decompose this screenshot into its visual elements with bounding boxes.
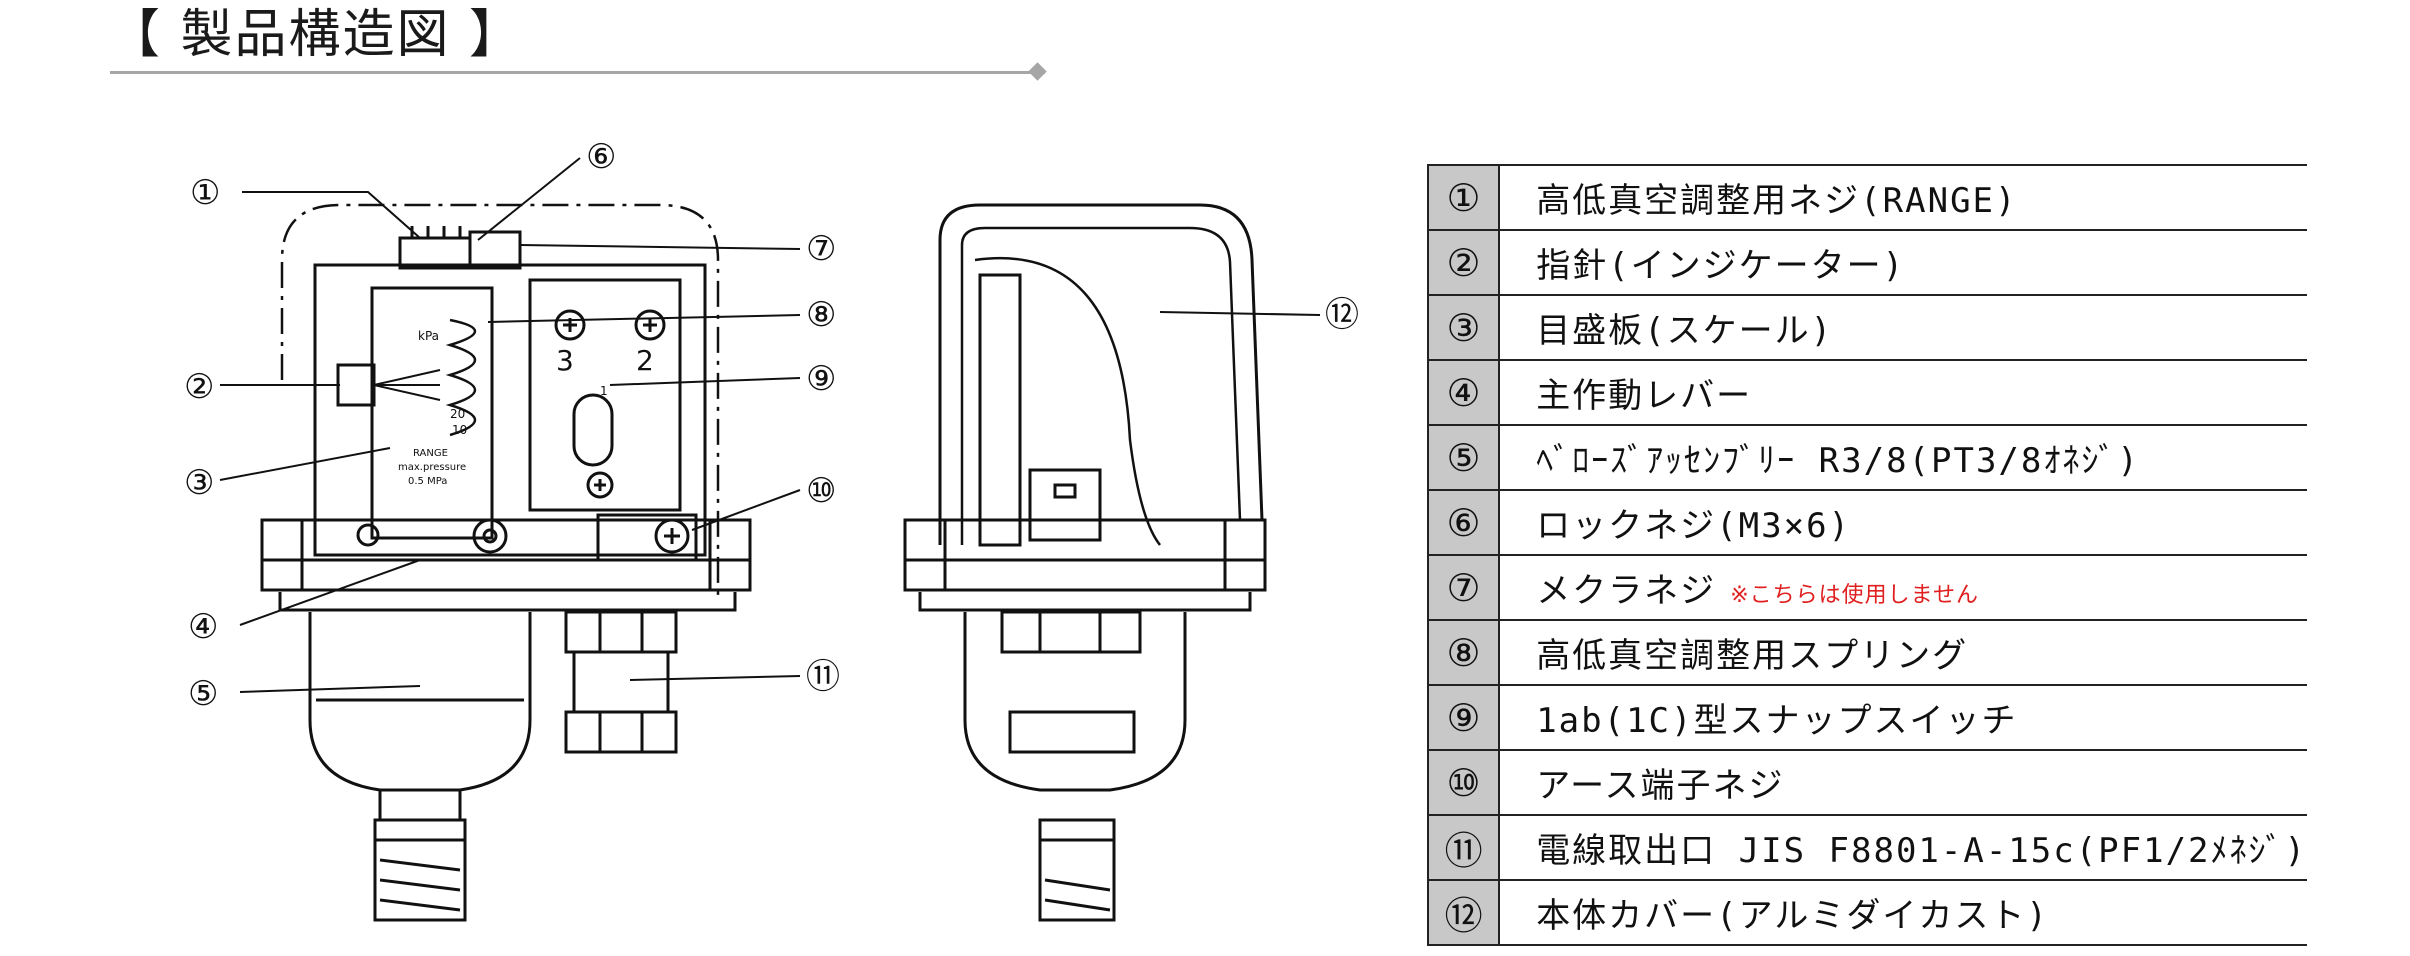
switch-terminal-2: 2 [636, 344, 654, 377]
lock-screw [468, 230, 522, 270]
callout-12: ⑫ [1325, 295, 1359, 335]
part-name: 電線取出口 JIS F8801-A-15c(PF1/2ﾒﾈｼﾞ) [1536, 831, 2307, 871]
cover-outline-side [938, 203, 1264, 545]
bellows [308, 612, 532, 792]
leader-7 [519, 244, 801, 250]
leader-5 [239, 685, 421, 693]
callout-8: ⑧ [806, 295, 836, 335]
part-name: ロックネジ(M3×6) [1536, 506, 1852, 546]
parts-table-row: ⑨ 1ab(1C)型スナップスイッチ [1426, 684, 2307, 751]
scale-10-label: 10 [452, 423, 467, 437]
part-name: メクラネジ [1536, 571, 1717, 611]
part-name-cell: 主作動レバー [1499, 359, 2307, 426]
part-name-cell: アース端子ネジ [1499, 749, 2307, 816]
part-number: ④ [1426, 359, 1501, 426]
part-name: 高低真空調整用スプリング [1536, 636, 1969, 676]
part-name-cell: 高低真空調整用スプリング [1499, 619, 2307, 686]
spring [445, 318, 476, 437]
side-base [903, 518, 1267, 592]
part-name: 目盛板(スケール) [1536, 311, 1834, 351]
plate-value-label: 0.5 MPa [408, 476, 447, 487]
callout-5: ⑤ [188, 674, 218, 714]
page-title: 【 製品構造図 】 [108, 5, 524, 65]
conduit-nut [564, 610, 678, 654]
parts-table-row: ② 指針(インジケーター) [1426, 229, 2307, 296]
part-name-cell: 高低真空調整用ネジ(RANGE) [1499, 164, 2307, 231]
callout-4: ④ [188, 607, 218, 647]
callout-3: ③ [184, 463, 214, 503]
part-name-cell: ロックネジ(M3×6) [1499, 489, 2307, 556]
part-number: ⑥ [1426, 489, 1501, 556]
scale-20-label: 20 [450, 407, 465, 421]
part-name: 指針(インジケーター) [1536, 246, 1906, 286]
part-number: ⑦ [1426, 554, 1501, 621]
part-note: ※こちらは使用しません [1730, 583, 1979, 608]
leader-12 [1159, 311, 1321, 316]
part-name-cell: 指針(インジケーター) [1499, 229, 2307, 296]
part-number: ⑤ [1426, 424, 1501, 491]
part-number: ⑩ [1426, 749, 1501, 816]
bellows-thread [373, 818, 467, 922]
callout-7: ⑦ [806, 229, 836, 269]
leader-9 [609, 377, 801, 386]
cover-outline-front [280, 203, 720, 600]
plate-max-label: max.pressure [398, 462, 466, 473]
callout-10: ⑩ [806, 471, 836, 511]
parts-table-row: ⑥ ロックネジ(M3×6) [1426, 489, 2307, 556]
front-view [219, 157, 801, 922]
part-name: 本体カバー(アルミダイカスト) [1536, 896, 2049, 936]
gauge-unit-label: kPa [418, 329, 439, 343]
side-view [903, 203, 1321, 922]
part-name-cell: ﾍﾞﾛｰｽﾞｱｯｾﾝﾌﾞﾘｰ R3/8(PT3/8ｵﾈｼﾞ) [1499, 424, 2307, 491]
part-name-cell: 1ab(1C)型スナップスイッチ [1499, 684, 2307, 751]
leader-8 [487, 314, 801, 323]
part-name: 主作動レバー [1536, 376, 1753, 416]
part-number: ⑫ [1426, 879, 1501, 946]
plate-range-label: RANGE [413, 448, 448, 459]
part-name-cell: 目盛板(スケール) [1499, 294, 2307, 361]
leader-11 [629, 675, 801, 681]
parts-table-row: ⑫ 本体カバー(アルミダイカスト) [1426, 879, 2307, 946]
parts-table-row: ⑧ 高低真空調整用スプリング [1426, 619, 2307, 686]
callout-9: ⑨ [806, 359, 836, 399]
part-name: アース端子ネジ [1536, 766, 1785, 806]
part-number: ⑨ [1426, 684, 1501, 751]
parts-table-row: ⑤ ﾍﾞﾛｰｽﾞｱｯｾﾝﾌﾞﾘｰ R3/8(PT3/8ｵﾈｼﾞ) [1426, 424, 2307, 491]
leader-4 [239, 559, 421, 626]
part-number: ⑪ [1426, 814, 1501, 881]
parts-table-row: ① 高低真空調整用ネジ(RANGE) [1426, 164, 2307, 231]
parts-table-row: ⑪ 電線取出口 JIS F8801-A-15c(PF1/2ﾒﾈｼﾞ) [1426, 814, 2307, 881]
pointer-block [336, 363, 376, 407]
title-underline [110, 71, 1045, 74]
part-number: ② [1426, 229, 1501, 296]
switch-terminal-1: 1 [600, 384, 608, 398]
parts-table-row: ③ 目盛板(スケール) [1426, 294, 2307, 361]
part-name-cell: 電線取出口 JIS F8801-A-15c(PF1/2ﾒﾈｼﾞ) [1499, 814, 2307, 881]
callout-2: ② [184, 367, 214, 407]
parts-table-row: ⑩ アース端子ネジ [1426, 749, 2307, 816]
part-number: ③ [1426, 294, 1501, 361]
scale-plate [370, 286, 494, 540]
part-name-cell: 本体カバー(アルミダイカスト) [1499, 879, 2307, 946]
structure-drawing: kPa 20 10 RANGE max.pressure 0.5 MPa 3 2… [184, 137, 1359, 922]
inner-frame [313, 263, 707, 557]
part-name-cell: メクラネジ ※こちらは使用しません [1499, 554, 2307, 621]
leader-10 [691, 489, 801, 531]
parts-table: ① 高低真空調整用ネジ(RANGE) ② 指針(インジケーター) ③ 目盛板(スケール) ④… [1426, 164, 2307, 946]
callout-11: ⑪ [806, 657, 840, 697]
part-name: 1ab(1C)型スナップスイッチ [1536, 701, 2018, 741]
snap-switch [528, 278, 682, 512]
part-name: ﾍﾞﾛｰｽﾞｱｯｾﾝﾌﾞﾘｰ R3/8(PT3/8ｵﾈｼﾞ) [1536, 441, 2140, 481]
parts-table-row: ⑦ メクラネジ ※こちらは使用しません [1426, 554, 2307, 621]
part-number: ⑧ [1426, 619, 1501, 686]
leader-6 [477, 157, 581, 241]
callout-1: ① [190, 173, 220, 213]
callout-6: ⑥ [586, 137, 616, 177]
switch-terminal-3: 3 [556, 344, 574, 377]
part-number: ① [1426, 164, 1501, 231]
leader-3 [219, 447, 391, 481]
parts-table-row: ④ 主作動レバー [1426, 359, 2307, 426]
part-name: 高低真空調整用ネジ(RANGE) [1536, 181, 2018, 221]
leader-1 [242, 191, 421, 239]
